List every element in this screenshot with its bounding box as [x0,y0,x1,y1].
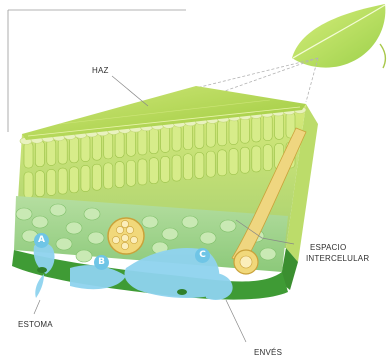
spongy-cell [50,204,66,216]
palisade-cell [263,115,272,141]
palisade-cell [24,142,33,168]
palisade-cell [115,132,124,158]
palisade-cell [161,126,170,152]
palisade-cell [127,130,136,156]
label-enves: ENVÉS [254,348,282,358]
palisade-cell [275,113,284,139]
label-espacio-line1: ESPACIO [310,243,346,253]
palisade-cell [218,150,227,176]
xylem-cell [121,220,128,227]
label-haz: HAZ [92,66,109,76]
spongy-cell [76,250,92,262]
xylem-cell [126,226,133,233]
palisade-cell [206,121,215,147]
palisade-cell [195,152,204,178]
palisade-cell [47,169,56,195]
palisade-cell [104,133,113,159]
palisade-cell [183,124,192,150]
spongy-cell [182,216,198,228]
palisade-cell [218,120,227,146]
spongy-cell [200,232,216,244]
palisade-cell [229,149,238,175]
palisade-cell [172,125,181,151]
spongy-cell [260,248,276,260]
palisade-cell [206,151,215,177]
palisade-cell [240,147,249,173]
spongy-cell [56,238,72,250]
palisade-cell [161,156,170,182]
palisade-cell [104,163,113,189]
marker-c: C [195,248,210,263]
palisade-cell [149,128,158,154]
marker-b: B [94,255,109,270]
palisade-cell [92,134,101,160]
palisade-cell [58,168,67,194]
palisade-cell [149,158,158,184]
spongy-cell [16,208,32,220]
palisade-cell [195,122,204,148]
palisade-cell [47,139,56,165]
spongy-cell [142,216,158,228]
xylem-cell [121,242,128,249]
palisade-cell [172,155,181,181]
palisade-cell [24,172,33,198]
label-estoma: ESTOMA [18,320,53,330]
palisade-cell [252,146,261,172]
palisade-cell [229,119,238,145]
palisade-cell [127,160,136,186]
xylem-cell [130,236,137,243]
palisade-cell [138,129,147,155]
palisade-cell [35,141,44,167]
xylem-cell [112,236,119,243]
vascular-bundle [108,218,144,254]
palisade-cell [183,154,192,180]
palisade-cell [263,145,272,171]
spongy-cell [162,228,178,240]
palisade-cell [70,137,79,163]
palisade-cell [35,171,44,197]
palisade-cell [92,164,101,190]
palisade-cell [81,165,90,191]
palisade-cell [70,167,79,193]
palisade-cell [81,135,90,161]
spongy-cell [32,216,48,228]
xylem-cell [116,226,123,233]
spongy-cell [84,208,100,220]
palisade-cell [240,117,249,143]
palisade-cell [115,162,124,188]
spongy-cell [220,220,236,232]
palisade-cell [58,138,67,164]
spongy-cell [88,232,104,244]
label-espacio-line2: INTERCELULAR [306,254,369,264]
leaf-icon [292,4,385,68]
palisade-cell [138,159,147,185]
marker-a: A [34,233,49,248]
palisade-cell [252,116,261,142]
spongy-cell [66,222,82,234]
xylem-cell [121,234,128,241]
